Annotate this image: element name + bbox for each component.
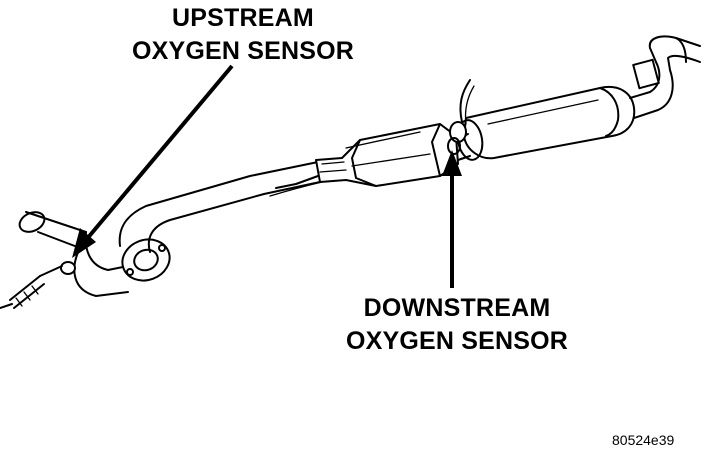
downstream-pointer-arrow [442, 150, 462, 288]
intermediate-pipe [118, 161, 323, 253]
upstream-pointer-arrow [72, 64, 234, 258]
upstream-sensor [0, 261, 76, 309]
upstream-label-line2: OXYGEN SENSOR [131, 37, 355, 65]
downstream-sensor-wire [459, 79, 475, 125]
figure-code: 80524e39 [612, 432, 675, 448]
upstream-sensor-label: UPSTREAM OXYGEN SENSOR [118, 2, 368, 68]
tail-pipe [629, 35, 701, 119]
pipe-flange [121, 238, 171, 282]
converter-muffler-joint [447, 121, 471, 161]
muffler [456, 86, 636, 161]
exhaust-inlet-pipe [18, 211, 129, 297]
downstream-label-line2: OXYGEN SENSOR [345, 327, 569, 355]
downstream-sensor-label: DOWNSTREAM OXYGEN SENSOR [322, 292, 592, 358]
upstream-label-line1: UPSTREAM [172, 4, 314, 32]
downstream-label-line1: DOWNSTREAM [363, 294, 551, 322]
catalytic-converter [315, 123, 459, 187]
